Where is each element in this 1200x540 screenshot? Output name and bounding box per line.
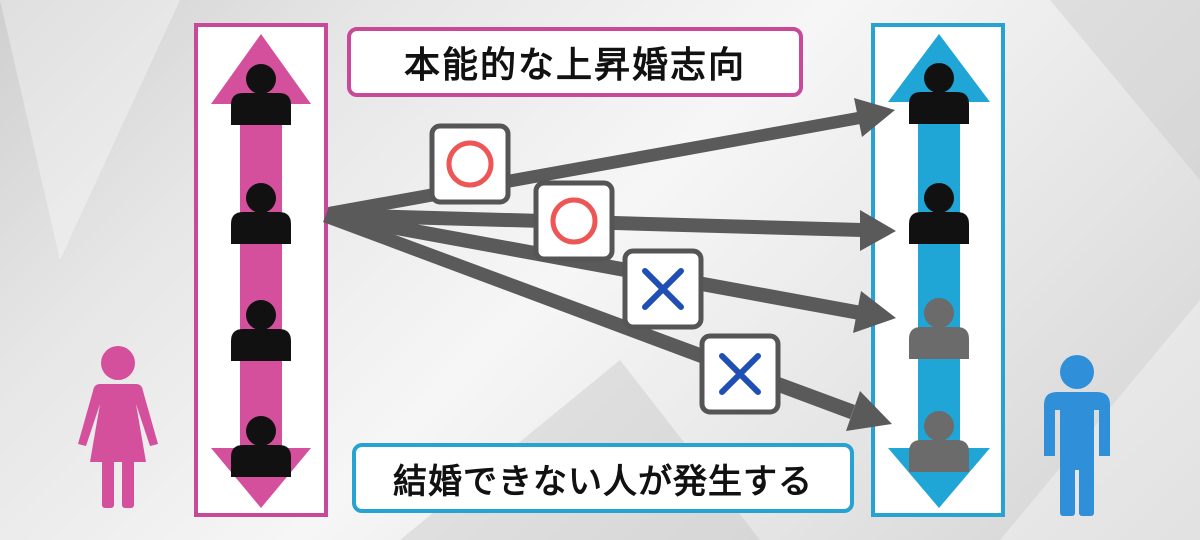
circle-mark-box-1 <box>429 123 511 205</box>
male-column <box>871 23 1005 517</box>
female-icon <box>78 346 158 508</box>
female-column <box>194 23 328 517</box>
result-label: 結婚できない人が発生する <box>352 443 854 513</box>
circle-mark-icon <box>446 140 494 188</box>
cross-mark-icon <box>719 353 761 395</box>
circle-mark-box-2 <box>533 180 615 262</box>
cross-mark-icon <box>642 268 684 310</box>
male-icon <box>1044 355 1110 516</box>
connection-arrow-3 <box>325 208 896 333</box>
cross-mark-box-2 <box>699 333 781 415</box>
circle-mark-icon <box>550 197 598 245</box>
title-label: 本能的な上昇婚志向 <box>347 27 803 97</box>
cross-mark-box-1 <box>622 248 704 330</box>
